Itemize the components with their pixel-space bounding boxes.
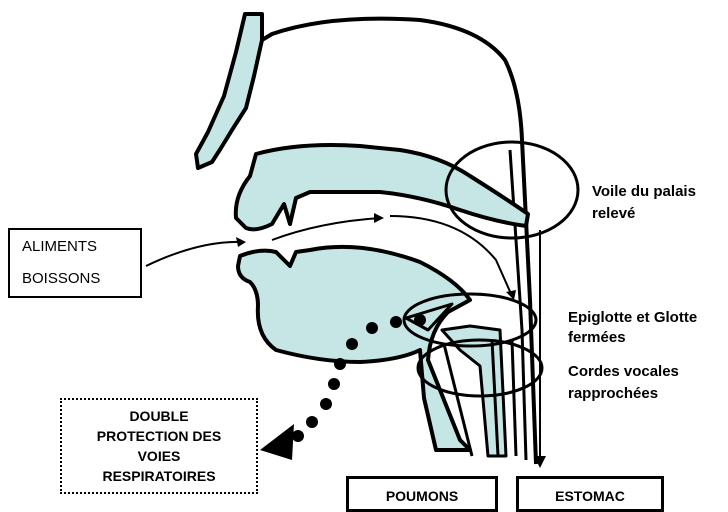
epiglotte-label-2: fermées — [568, 328, 626, 348]
cordes-label-2: rapprochées — [568, 384, 658, 404]
nose-contour — [196, 14, 262, 168]
epiglotte-label-1: Epiglotte et Glotte — [568, 308, 697, 328]
food-path-arrowhead-1 — [236, 237, 246, 247]
double-line-3: VOIES — [62, 446, 256, 466]
aliments-label: ALIMENTS — [22, 238, 97, 255]
protection-arrowhead — [260, 424, 294, 460]
voile-label-2: relevé — [592, 204, 635, 224]
cordes-label-1: Cordes vocales — [568, 362, 679, 382]
double-protection-box: DOUBLE PROTECTION DES VOIES RESPIRATOIRE… — [60, 398, 258, 494]
boissons-label: BOISSONS — [22, 270, 100, 287]
estomac-label: ESTOMAC — [555, 488, 625, 504]
estomac-box: ESTOMAC — [516, 476, 664, 512]
aliments-box: ALIMENTS BOISSONS — [8, 228, 142, 298]
double-line-1: DOUBLE — [62, 406, 256, 426]
double-line-2: PROTECTION DES — [62, 426, 256, 446]
poumons-label: POUMONS — [386, 488, 458, 504]
food-path-arrowhead-2 — [374, 213, 384, 223]
food-path-arrow — [146, 242, 244, 266]
poumons-box: POUMONS — [346, 476, 498, 512]
double-line-4: RESPIRATOIRES — [62, 466, 256, 486]
voile-label-1: Voile du palais — [592, 182, 696, 202]
upper-palate — [236, 145, 528, 229]
trachea-line-2 — [512, 340, 516, 456]
